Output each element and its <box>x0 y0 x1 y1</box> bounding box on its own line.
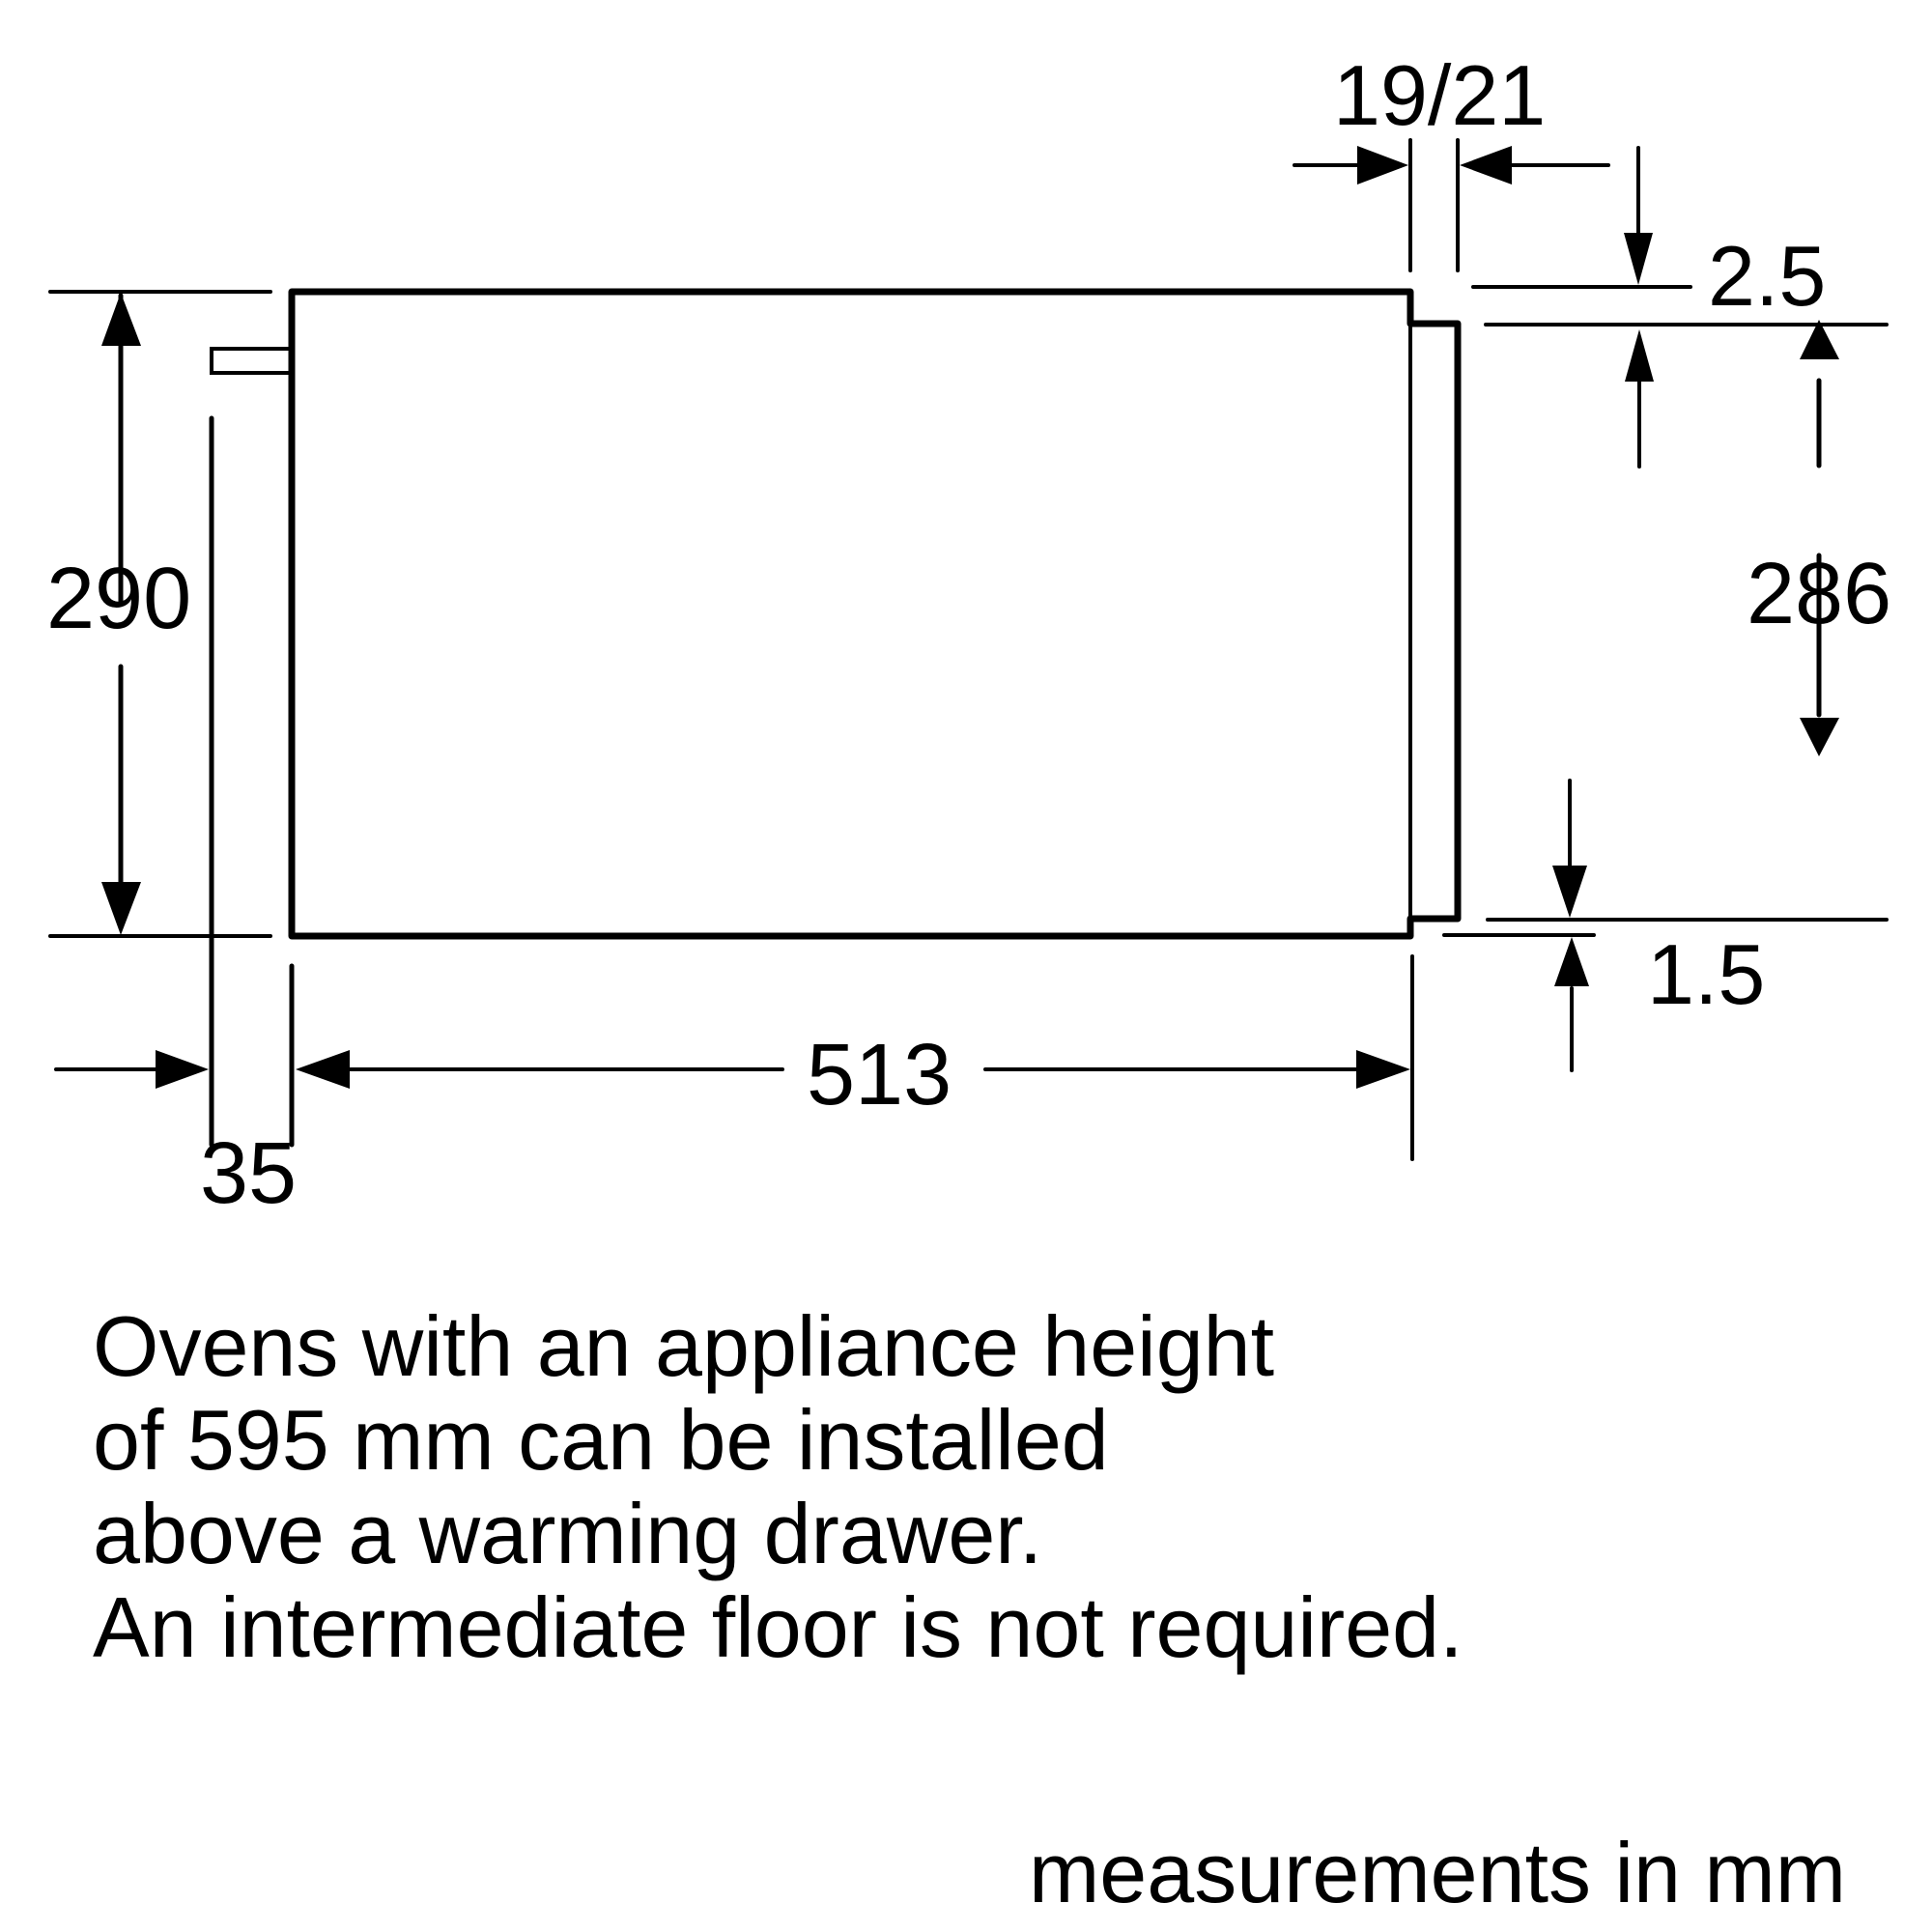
handle <box>210 347 294 375</box>
dimension-top-gap: 2.5 <box>1708 228 1827 324</box>
installation-note: Ovens with an appliance height of 595 mm… <box>93 1299 1463 1674</box>
dimension-front-thickness: 19/21 <box>1333 47 1547 143</box>
note-line: An intermediate floor is not required. <box>93 1579 1463 1675</box>
note-line: Ovens with an appliance height <box>93 1298 1275 1394</box>
note-line: of 595 mm can be installed <box>93 1392 1109 1488</box>
dimension-bottom-gap: 1.5 <box>1647 926 1766 1022</box>
appliance-body <box>288 288 1462 940</box>
dimension-depth: 513 <box>807 1027 952 1123</box>
units-label: measurements in mm <box>1029 1825 1847 1920</box>
dimension-overall-height: 290 <box>46 551 192 647</box>
note-line: above a warming drawer. <box>93 1486 1043 1581</box>
dimension-front-height: 286 <box>1747 546 1892 642</box>
dimension-handle-offset: 35 <box>200 1125 298 1222</box>
